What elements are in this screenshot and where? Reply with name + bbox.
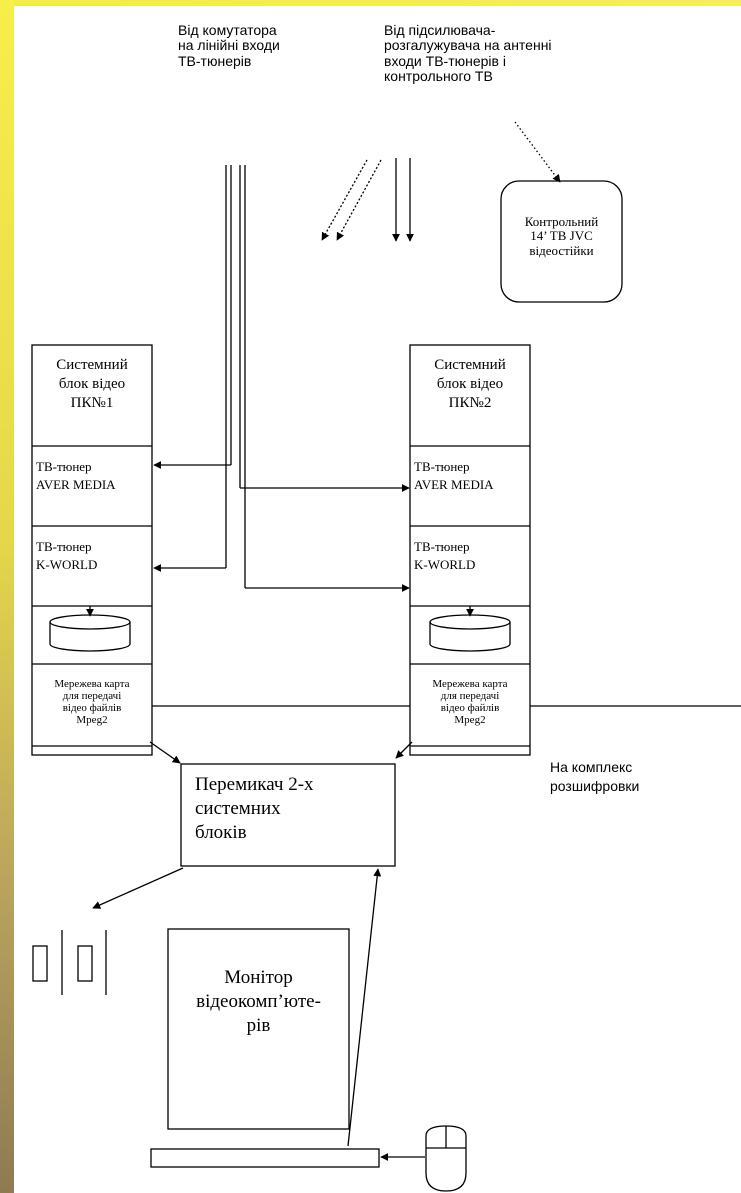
pc2-tuner-aver: ТВ-тюнер AVER MEDIA	[414, 459, 494, 493]
control-tv-box	[500, 180, 623, 303]
pc2-tuner-kworld: ТВ-тюнер K-WORLD	[414, 539, 476, 573]
label-decoding-complex: На комплекс розшифровки	[550, 759, 640, 794]
top-border-band	[0, 0, 741, 6]
speakers-icon	[32, 930, 107, 995]
left-border-band	[0, 0, 14, 1193]
label-from-switch: Від комутатора на лінійні входи ТВ-тюнер…	[178, 22, 280, 69]
pc1-hdd-icon	[49, 614, 131, 652]
pc1-title: Системний блок відео ПК№1	[56, 357, 128, 411]
pc2-unit	[409, 344, 531, 756]
antenna-arrow-1	[321, 159, 368, 241]
switch-label: Перемикач 2-х системних блоків	[195, 774, 314, 843]
pc2-network-card: Мережева карта для передачі відео файлів…	[432, 678, 508, 727]
mouse-icon	[425, 1125, 467, 1192]
antenna-arrow-2	[336, 159, 382, 241]
arrow-to-control-tv	[514, 121, 561, 183]
arrow-pc1-to-switch	[149, 741, 181, 764]
monitor-box	[167, 928, 350, 1130]
pc1-tuner-aver: ТВ-тюнер AVER MEDIA	[36, 459, 116, 493]
label-from-amplifier: Від підсилювача- розгалужувача на антенн…	[384, 22, 552, 85]
pc2-title: Системний блок відео ПК№2	[434, 357, 506, 411]
pc1-network-card: Мережева карта для передачі відео файлів…	[54, 678, 130, 727]
arrow-keyboard-to-switch	[347, 868, 382, 1147]
switch-box	[180, 763, 396, 867]
monitor-label: Монітор відеокомп’юте- рів	[196, 967, 321, 1036]
control-tv-label: Контрольний 14’ ТВ JVC відеостійки	[524, 214, 599, 258]
pc1-tuner-kworld: ТВ-тюнер K-WORLD	[36, 539, 98, 573]
keyboard-icon	[150, 1148, 380, 1168]
arrow-switch-to-speakers	[92, 867, 184, 909]
arrow-pc2-to-switch	[395, 741, 413, 759]
pc2-hdd-icon	[429, 614, 511, 652]
pc1-unit	[31, 344, 153, 756]
